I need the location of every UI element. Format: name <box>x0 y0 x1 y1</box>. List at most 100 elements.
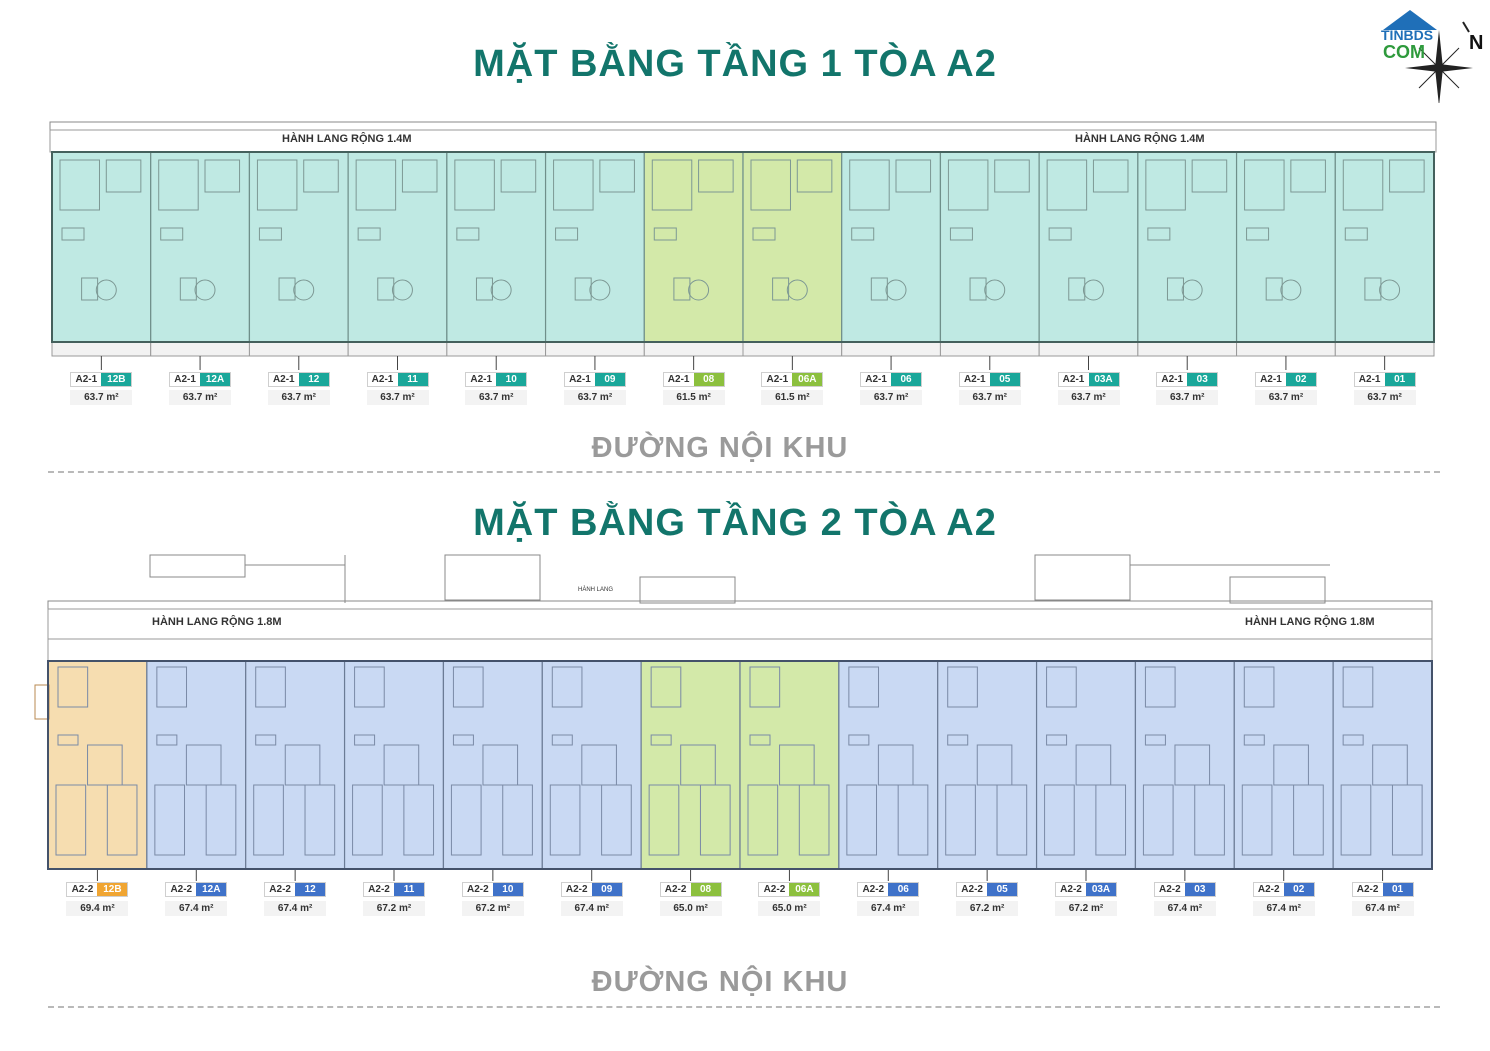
unit-block-label: A2-2 <box>565 884 588 895</box>
living-outline <box>57 666 89 708</box>
balcony <box>1334 341 1435 357</box>
balcony <box>1137 341 1238 357</box>
unit-area-label: 63.7 m² <box>267 390 330 405</box>
floor2-unit-12 <box>245 660 346 881</box>
floor2-unit-09 <box>541 660 642 881</box>
floor1-unit-03 <box>1137 151 1238 370</box>
unit-area-label: 63.7 m² <box>465 390 528 405</box>
bath-outline <box>1290 159 1326 193</box>
table-outline <box>885 279 907 301</box>
living-outline <box>749 666 781 708</box>
unit-block-label: A2-1 <box>75 374 98 385</box>
unit-area-label: 63.7 m² <box>563 390 626 405</box>
unit-block-label: A2-1 <box>174 374 196 385</box>
unit-number-label: 06A <box>792 373 823 386</box>
bedroom-outline <box>205 784 237 856</box>
balcony <box>248 341 349 357</box>
unit-fill <box>1334 151 1435 343</box>
bedroom-outline <box>1391 784 1423 856</box>
balcony <box>1236 341 1336 357</box>
bedroom-outline <box>1142 784 1174 856</box>
kitchen-outline <box>1342 734 1364 746</box>
table-outline <box>984 279 1006 301</box>
living-outline <box>1243 666 1275 708</box>
bath-outline <box>994 159 1030 193</box>
living-outline <box>1342 666 1374 708</box>
unit-number-label: 02 <box>1285 373 1316 386</box>
bedroom-outline <box>1241 784 1273 856</box>
unit-area-label: 67.4 m² <box>264 901 327 916</box>
floor1-outer-wall <box>49 121 1437 131</box>
sofa-outline <box>1364 277 1382 301</box>
table-outline <box>1082 279 1104 301</box>
north-label: N <box>1469 32 1484 54</box>
floor2-unit-02 <box>1233 660 1334 881</box>
bedroom-outline <box>846 784 878 856</box>
unit-number-label: 09 <box>591 883 622 896</box>
balcony <box>446 341 547 357</box>
unit-fill <box>248 151 349 343</box>
bedroom-outline <box>403 784 435 856</box>
floor1-unit-06A <box>742 151 843 370</box>
unit-fill <box>1137 151 1238 343</box>
unit-fill <box>245 660 346 870</box>
bath-outline <box>796 159 833 193</box>
stair-block <box>639 576 736 604</box>
sofa-outline <box>870 277 888 301</box>
living-outline <box>650 666 682 708</box>
unit-number-label: 03A <box>1088 373 1119 386</box>
floor1-unit-03A <box>1038 151 1139 370</box>
unit-area-label: 67.4 m² <box>560 901 623 916</box>
floor2-unit-05 <box>937 660 1038 881</box>
unit-fill <box>841 151 942 343</box>
floor1-unit-12 <box>248 151 349 370</box>
unit-block-label: A2-1 <box>470 374 493 385</box>
unit-block-label: A2-2 <box>961 884 983 895</box>
unit-number-label: 12A <box>200 373 231 386</box>
bedroom-outline <box>1046 159 1088 211</box>
floor2-unit-12B <box>47 660 148 881</box>
living-outline <box>848 666 880 708</box>
bedroom-outline <box>947 159 989 211</box>
unit-fill <box>1332 660 1433 870</box>
balcony <box>347 341 448 357</box>
bath-outline <box>1273 744 1309 786</box>
unit-fill <box>541 660 642 870</box>
bedroom-outline <box>651 159 693 211</box>
bath-outline <box>185 744 222 786</box>
table-outline <box>1379 279 1401 301</box>
kitchen-outline <box>653 227 677 241</box>
bath-outline <box>976 744 1013 786</box>
living-outline <box>255 666 286 708</box>
floor2-unit-03A <box>1035 660 1137 881</box>
bath-outline <box>698 159 734 193</box>
sofa-outline <box>278 277 296 301</box>
sofa-outline <box>475 277 493 301</box>
kitchen-outline <box>354 734 376 746</box>
kitchen-outline <box>255 734 277 746</box>
balcony <box>150 341 250 357</box>
bedroom-outline <box>747 784 779 856</box>
kitchen-outline <box>1144 734 1166 746</box>
bath-outline <box>599 159 635 193</box>
bedroom-outline <box>849 159 890 211</box>
floor1-unit-01 <box>1334 151 1435 370</box>
unit-fill <box>347 151 448 343</box>
unit-area-label: 61.5 m² <box>662 390 725 405</box>
unit-number-label: 11 <box>397 373 428 386</box>
unit-block-label: A2-2 <box>1356 884 1379 895</box>
unit-area-label: 67.2 m² <box>363 901 425 916</box>
sofa-outline <box>574 277 592 301</box>
bath-outline <box>204 159 241 193</box>
kitchen-outline <box>160 227 184 241</box>
sofa-outline <box>673 277 691 301</box>
bedroom-outline <box>450 784 482 856</box>
bedroom-outline <box>158 159 199 211</box>
floor1-unit-09 <box>544 151 645 370</box>
